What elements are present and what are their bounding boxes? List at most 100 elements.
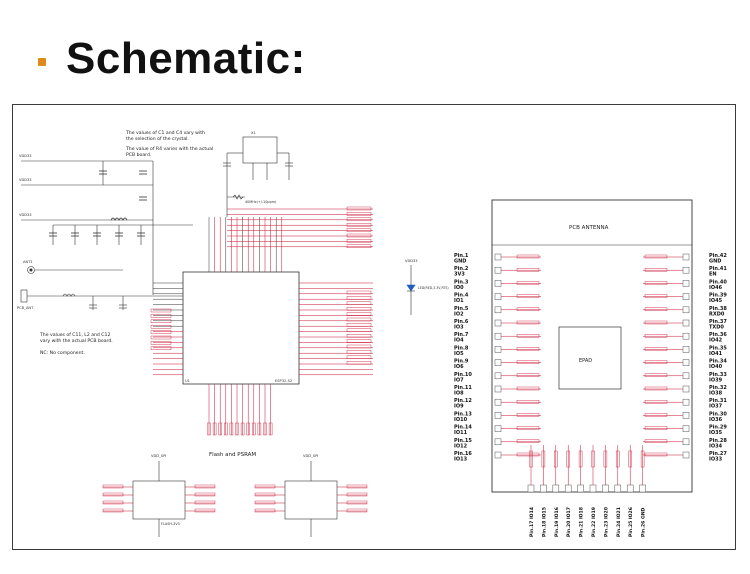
module-pin-name-left: IO9	[454, 404, 464, 410]
module-tag-bottom	[603, 450, 608, 468]
bus-tag-top	[346, 228, 372, 232]
module-tag-right	[644, 307, 668, 312]
module-pad-left	[494, 451, 502, 459]
module-pin-name-right: IO45	[709, 298, 723, 304]
module-pin-label-bottom: Pin.24 IO21	[616, 507, 622, 537]
flash1-tag	[194, 484, 216, 489]
module-tag-left	[516, 360, 540, 364]
bus-tag-left	[150, 308, 172, 313]
bus-tag-right	[346, 306, 372, 311]
module-tag-right	[644, 386, 668, 391]
module-pad-right	[682, 359, 690, 366]
inductor-l1	[110, 217, 128, 221]
module-pad-right	[682, 253, 690, 261]
bus-tag-left	[150, 335, 172, 340]
bus-tag-right	[346, 290, 372, 295]
bus-tag-bottom	[240, 422, 245, 436]
module-pin-num-left: Pin.3	[454, 279, 469, 285]
module-pin-name-left: IO5	[454, 351, 464, 357]
flash1-tag	[102, 484, 124, 489]
module-pad-bottom	[589, 484, 597, 493]
bus-tag-top	[346, 222, 372, 227]
module-pin-name-left: IO13	[454, 457, 468, 463]
module-pin-num-left: Pin.9	[454, 359, 469, 365]
module-tag-right	[644, 439, 668, 443]
module-pin-name-right: IO36	[709, 417, 723, 423]
note-r4-2: PCB board.	[126, 152, 151, 158]
bus-tag-left	[150, 314, 172, 318]
module-pin-num-right: Pin.35	[709, 345, 727, 351]
module-tag-right	[644, 320, 668, 325]
bus-tag-right	[346, 323, 372, 327]
module-pin-name-left: 3V3	[454, 272, 465, 278]
capacitors-left	[49, 170, 147, 237]
module-pin-name-left: IO0	[454, 285, 464, 291]
module-pin-num-right: Pin.31	[709, 398, 727, 404]
module-pin-name-left: IO6	[454, 364, 464, 370]
module-tag-bottom	[541, 450, 546, 468]
module-pin-num-right: Pin.39	[709, 293, 727, 299]
title-bullet-icon	[38, 58, 46, 66]
label-vdd-spi-2: VDD_SPI	[303, 454, 318, 458]
bus-tag-bottom	[263, 422, 267, 436]
module-pad-left	[494, 319, 502, 327]
flash1-tag	[102, 500, 124, 505]
label-vdd33-rail-1: VDD33	[19, 154, 32, 158]
module-pad-right	[682, 332, 690, 340]
module-pin-num-left: Pin.11	[454, 385, 472, 391]
bus-tag-bottom	[246, 422, 250, 436]
module-tag-right	[644, 413, 668, 417]
bus-tag-right	[346, 344, 372, 349]
flash-chip-1	[132, 461, 186, 537]
label-crystal-freq: 40MHz(+/-10ppm)	[245, 200, 277, 204]
module-tag-left	[516, 307, 540, 312]
flash1-tag	[194, 508, 216, 513]
module-pad-right	[682, 372, 690, 380]
bus-tag-bottom	[235, 422, 239, 436]
bus-tag-right	[346, 339, 372, 343]
module-pin-num-right: Pin.36	[709, 332, 727, 338]
label-vdd-spi-1: VDD_SPI	[151, 454, 166, 458]
module-tag-left	[516, 439, 540, 443]
module-pin-name-left: IO3	[454, 325, 464, 331]
module-tag-bottom	[529, 450, 533, 468]
module-epad	[558, 326, 622, 390]
module-pin-num-right: Pin.27	[709, 451, 727, 457]
bus-tag-left	[150, 324, 172, 329]
module-pad-bottom	[639, 484, 646, 493]
label-pcb-ant: PCB_ANT	[17, 306, 34, 310]
bus-tag-top	[346, 212, 372, 216]
bus-tag-top	[346, 233, 372, 238]
module-pin-num-left: Pin.15	[454, 438, 472, 444]
module-pin-num-left: Pin.8	[454, 345, 469, 351]
note-rf-1: The values of C11, L2 and C12	[39, 332, 110, 338]
module-pin-num-right: Pin.28	[709, 438, 727, 444]
module-pad-right	[682, 306, 690, 314]
module-pad-left	[494, 332, 502, 340]
module-pin-name-right: IO37	[709, 404, 723, 410]
module-pin-num-left: Pin.16	[454, 451, 472, 457]
flash-chip-2	[284, 461, 338, 537]
module-tag-right	[644, 254, 668, 259]
bus-tag-right	[346, 317, 372, 322]
bus-tag-top	[346, 206, 372, 211]
module-tag-right	[644, 294, 668, 298]
module-pin-name-right: IO34	[709, 443, 723, 449]
module-pin-num-right: Pin.29	[709, 425, 727, 431]
module-tag-bottom	[616, 450, 620, 468]
module-tag-right	[644, 400, 668, 404]
module-pin-num-right: Pin.30	[709, 411, 727, 417]
module-pin-name-right: IO40	[709, 364, 723, 370]
flash2-tag	[346, 508, 368, 513]
module-pin-name-left: IO4	[454, 338, 464, 344]
module-pin-label-bottom: Pin.18 IO15	[541, 507, 547, 537]
slide-header: Schematic:	[38, 24, 306, 94]
bus-tag-bottom	[207, 422, 211, 436]
flash2-tag	[254, 492, 276, 497]
flash1-tag	[102, 508, 124, 513]
module-pin-name-left: IO7	[454, 377, 464, 383]
bus-tag-left	[150, 319, 172, 324]
module-pin-name-right: IO46	[709, 285, 723, 291]
module-tag-right	[644, 452, 668, 457]
label-chip-ref: U1	[185, 379, 190, 383]
